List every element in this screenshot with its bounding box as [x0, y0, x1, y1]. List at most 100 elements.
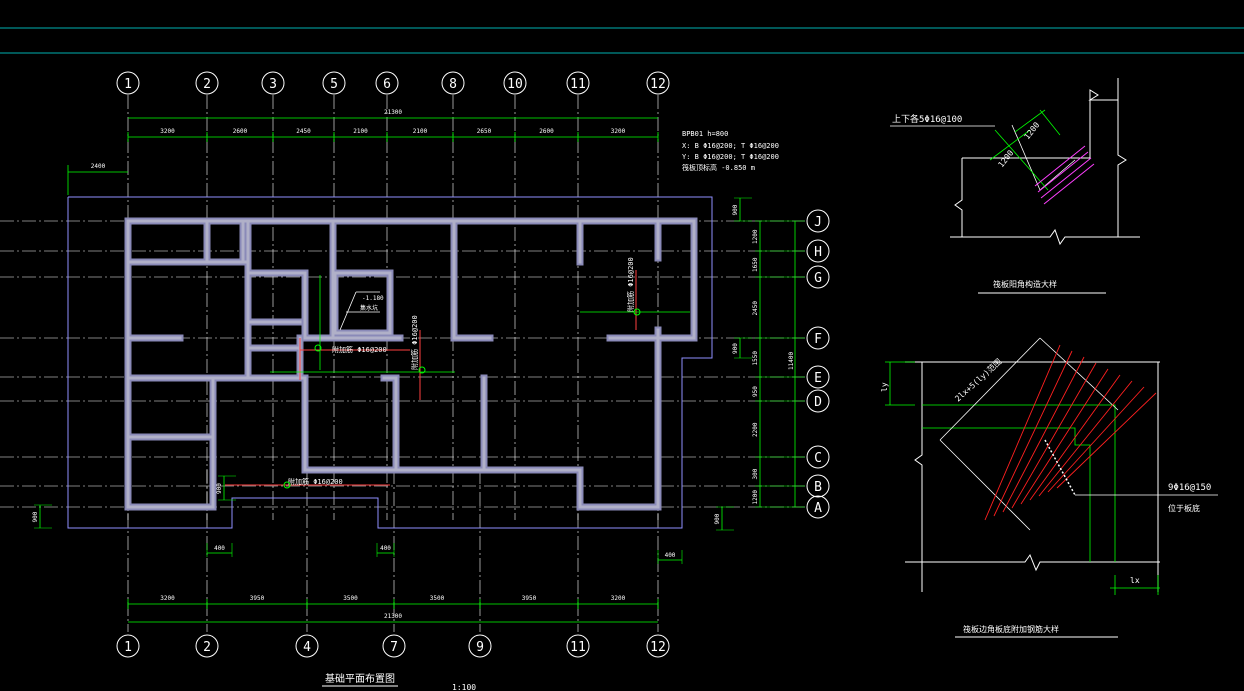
right-axis-1-label: H — [814, 245, 822, 260]
top-dim-label-0: 3200 — [160, 128, 175, 135]
dim-400-c-label: 400 — [665, 552, 676, 559]
bottom-dim-label-2: 3500 — [343, 595, 358, 602]
top-axis-7-label: 11 — [570, 77, 586, 92]
right-dim-label-0: 1200 — [752, 229, 759, 244]
top-axis-3-circle — [322, 71, 346, 95]
right-axis-1-circle — [806, 239, 830, 263]
right-axis-7-label: B — [814, 480, 822, 495]
bottom-axis-3-circle — [382, 634, 406, 658]
bottom-axis-3-label: 7 — [390, 640, 398, 655]
top-axis-4-label: 6 — [383, 77, 391, 92]
detail2-position-label: 位于板底 — [1168, 503, 1200, 513]
bottom-axis-1-label: 2 — [203, 640, 211, 655]
red-bar-5 — [1029, 374, 1121, 501]
right-axis-7-circle — [806, 474, 830, 498]
top-axis-8-circle — [646, 71, 670, 95]
note-line-3: Y: B Φ16@200; T Φ16@200 — [682, 153, 779, 161]
right-axis-6-label: C — [814, 451, 822, 466]
bottom-dim-label-3: 3500 — [430, 595, 445, 602]
pit-label: 集水坑 — [360, 304, 378, 312]
bottom-axis-5-circle — [566, 634, 590, 658]
right-axis-2-label: G — [814, 271, 822, 286]
right-dim-label-7: 1200 — [752, 490, 759, 505]
right-dim-label-5: 2200 — [752, 422, 759, 437]
note-line-1: BPB01 h=800 — [682, 130, 728, 138]
note-line-4: 筏板顶标高 -0.850 m — [682, 163, 755, 172]
top-dim-label-7: 3200 — [611, 128, 626, 135]
top-axis-0-label: 1 — [124, 77, 132, 92]
dim-900-right-label: 900 — [714, 513, 721, 524]
plan-title: 基础平面布置图 — [325, 672, 395, 685]
detail1-title: 筏板阳角构造大样 — [993, 279, 1057, 289]
top-axis-1-circle — [195, 71, 219, 95]
bottom-axis-4-circle — [468, 634, 492, 658]
pit-elevation: -1.180 — [362, 295, 384, 302]
rebar-note-b: 附加筋 Φ16@200 — [410, 315, 419, 370]
red-bar-6 — [1038, 380, 1133, 497]
rebar-note-c: 附加筋 Φ16@200 — [626, 257, 635, 312]
slab-notes: BPB01 h=800 X: B Φ16@200; T Φ16@200 Y: B… — [682, 130, 779, 172]
dim-900-b-label: 900 — [216, 483, 223, 494]
top-axis-5-label: 8 — [449, 77, 457, 92]
top-dim-label-5: 2650 — [477, 128, 492, 135]
dim-400-a-label: 400 — [214, 545, 225, 552]
top-axis-8-label: 12 — [650, 77, 666, 92]
red-bar-2 — [1002, 356, 1085, 513]
red-bar-3 — [1011, 362, 1097, 509]
bottom-axis-6-label: 12 — [650, 640, 666, 655]
dim-400-b-label: 400 — [380, 545, 391, 552]
right-axis-0-label: J — [814, 215, 822, 230]
top-axis-2-circle — [261, 71, 285, 95]
right-dim-total: 11400 — [788, 352, 795, 370]
right-dim-label-3: 1550 — [752, 351, 759, 366]
bottom-axis-0-label: 1 — [124, 640, 132, 655]
red-bar-8 — [1056, 392, 1157, 489]
bottom-dim-label-4: 3950 — [522, 595, 537, 602]
left-offset-label: 2400 — [91, 163, 106, 170]
bottom-axis-2-circle — [295, 634, 319, 658]
top-axis-6-circle — [503, 71, 527, 95]
top-axis-3-label: 5 — [330, 77, 338, 92]
detail2-title: 筏板边角板底附加钢筋大样 — [963, 624, 1059, 634]
top-dim-label-3: 2100 — [353, 128, 368, 135]
right-axis-8-label: A — [814, 501, 822, 516]
right-axis-8-circle — [806, 495, 830, 519]
raft-slab-outline — [67, 196, 713, 529]
top-dim-total: 21300 — [384, 109, 402, 116]
red-bar-1 — [993, 350, 1073, 517]
dim-900-left-label: 900 — [32, 511, 39, 522]
right-axis-5-label: D — [814, 395, 822, 410]
right-axis-4-circle — [806, 365, 830, 389]
right-axis-3-circle — [806, 326, 830, 350]
top-axis-4-circle — [375, 71, 399, 95]
frame-lines — [0, 27, 1244, 54]
bottom-axis-1-circle — [195, 634, 219, 658]
right-dim-label-4: 950 — [752, 386, 759, 397]
rebar-note-a: 附加筋 Φ16@200 — [332, 345, 387, 354]
detail2-ly: ly — [880, 382, 889, 392]
bottom-dim-label-0: 3200 — [160, 595, 175, 602]
right-axis-0-circle — [806, 209, 830, 233]
bottom-axis-6-circle — [646, 634, 670, 658]
top-dim-label-4: 2100 — [413, 128, 428, 135]
red-bar-7 — [1047, 386, 1145, 493]
top-dim-label-1: 2600 — [233, 128, 248, 135]
top-axis-1-label: 2 — [203, 77, 211, 92]
bottom-dim-label-1: 3950 — [250, 595, 265, 602]
right-dim-label-2: 2450 — [752, 301, 759, 316]
bottom-dim-total: 21300 — [384, 613, 402, 620]
top-axis-2-label: 3 — [269, 77, 277, 92]
right-axis-4-label: E — [814, 371, 822, 386]
top-dim-label-6: 2600 — [539, 128, 554, 135]
top-axis-7-circle — [566, 71, 590, 95]
slab-boundary — [67, 196, 713, 529]
bottom-axis-5-label: 11 — [570, 640, 586, 655]
bottom-axis-4-label: 9 — [476, 640, 484, 655]
bottom-axis-0-circle — [116, 634, 140, 658]
top-axis-5-circle — [441, 71, 465, 95]
top-axis-6-label: 10 — [507, 77, 523, 92]
detail2-rebar-label: 9Φ16@150 — [1168, 483, 1211, 493]
